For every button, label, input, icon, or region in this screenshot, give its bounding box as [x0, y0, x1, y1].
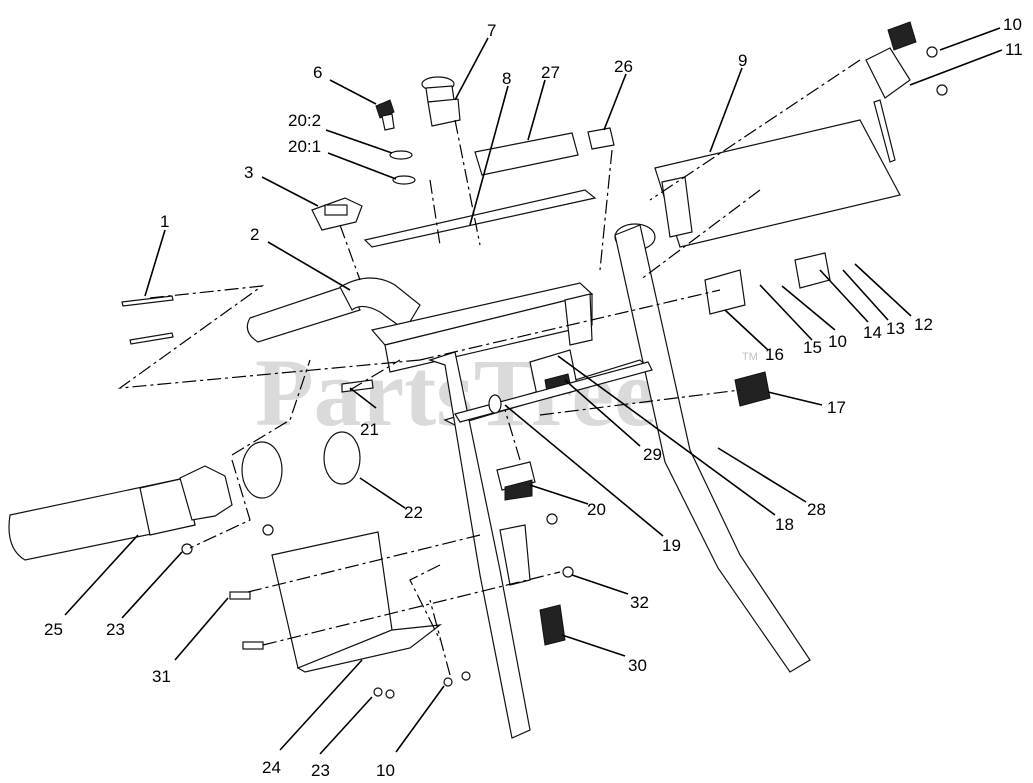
callout-27[interactable]: 27 [541, 63, 560, 82]
callout-22[interactable]: 22 [404, 503, 423, 522]
callout-10-bottom[interactable]: 10 [376, 761, 395, 780]
part-27-decal-panel[interactable] [474, 132, 579, 176]
part-14-bracket[interactable] [794, 252, 831, 289]
watermark-tm: TM [742, 351, 758, 363]
callout-16[interactable]: 16 [765, 345, 784, 364]
part-8-console-plate[interactable] [363, 189, 597, 248]
callout-3[interactable]: 3 [244, 163, 253, 182]
callout-6[interactable]: 6 [313, 63, 322, 82]
callout-31[interactable]: 31 [152, 667, 171, 686]
callout-20-2[interactable]: 20:2 [288, 111, 321, 130]
part-23-nut[interactable] [181, 524, 274, 555]
callout-13[interactable]: 13 [886, 319, 905, 338]
part-28-right-handle[interactable] [614, 223, 811, 673]
callout-15[interactable]: 15 [803, 338, 822, 357]
part-7-switch[interactable] [421, 76, 461, 127]
part-22-band-clamp[interactable] [323, 431, 361, 485]
callout-9[interactable]: 9 [738, 51, 747, 70]
callout-11[interactable]: 11 [1005, 40, 1023, 59]
part-9-decal[interactable] [654, 119, 901, 248]
callout-26[interactable]: 26 [614, 57, 633, 76]
part-11-light[interactable] [865, 21, 917, 163]
part-31-bolts[interactable] [229, 591, 264, 650]
callout-19[interactable]: 19 [662, 536, 681, 555]
left-upright-tube [428, 351, 531, 739]
callout-23-left[interactable]: 23 [106, 620, 125, 639]
callout-labels: 1 2 3 6 7 8 27 26 9 10 11 20:2 20:1 12 1… [44, 15, 1023, 780]
callout-30[interactable]: 30 [628, 656, 647, 675]
callout-2[interactable]: 2 [250, 225, 259, 244]
callout-10-right[interactable]: 10 [828, 332, 847, 351]
part-23-bottom-screws[interactable] [373, 671, 471, 699]
callout-20-1[interactable]: 20:1 [288, 137, 321, 156]
part-19-shaft[interactable] [454, 361, 653, 423]
leader-lines [64, 27, 1003, 755]
callout-10-top[interactable]: 10 [1003, 15, 1022, 34]
part-25-chute-tube[interactable] [8, 465, 233, 561]
part-10-nut[interactable] [546, 46, 948, 578]
part-20-2-washer[interactable] [389, 150, 413, 160]
callout-1[interactable]: 1 [160, 212, 169, 231]
part-30-switch-assembly[interactable] [499, 524, 566, 646]
callout-20[interactable]: 20 [587, 500, 606, 519]
part-3-outlet[interactable] [311, 197, 363, 231]
part-17-relay[interactable] [734, 371, 771, 407]
part-16-bracket[interactable] [704, 269, 746, 315]
part-20-plug[interactable] [496, 461, 536, 501]
part-20-1-washer[interactable] [392, 175, 416, 185]
part-21-band-clamp[interactable] [241, 441, 283, 499]
callout-25[interactable]: 25 [44, 620, 63, 639]
callout-29[interactable]: 29 [643, 445, 662, 464]
callout-28[interactable]: 28 [807, 500, 826, 519]
callout-18[interactable]: 18 [775, 515, 794, 534]
callout-8[interactable]: 8 [502, 69, 511, 88]
callout-17[interactable]: 17 [827, 398, 846, 417]
part-26-decal[interactable] [587, 127, 615, 150]
callout-14[interactable]: 14 [863, 323, 882, 342]
callout-12[interactable]: 12 [914, 315, 933, 334]
callout-24[interactable]: 24 [262, 758, 281, 777]
callout-23-bottom[interactable]: 23 [311, 761, 330, 780]
part-6-key[interactable] [375, 99, 395, 131]
part-2-left-grip[interactable] [246, 277, 421, 343]
callout-32[interactable]: 32 [630, 593, 649, 612]
part-1-pins[interactable] [121, 295, 174, 345]
part-24-cover-box[interactable] [271, 531, 443, 673]
callout-7[interactable]: 7 [487, 21, 496, 40]
assembly-lines [117, 59, 861, 676]
callout-21[interactable]: 21 [360, 420, 379, 439]
